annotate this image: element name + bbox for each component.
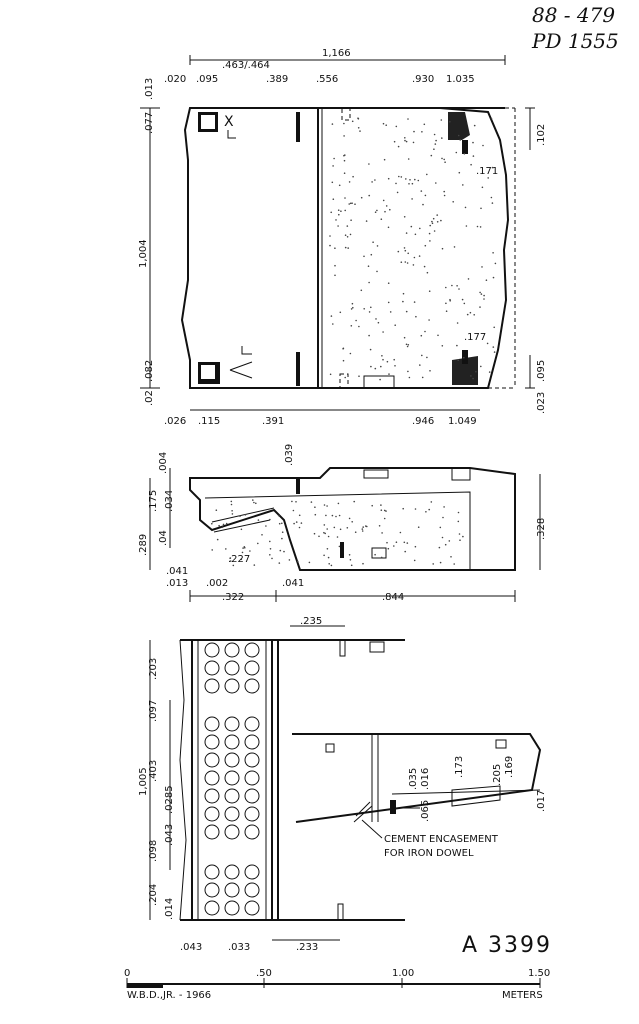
dim-946: .946 — [412, 416, 434, 427]
dim-023: .023 — [536, 392, 547, 414]
elev-dim-173: .173 — [454, 756, 465, 778]
dim-463: .463/.464 — [222, 60, 270, 71]
dim-1166: 1,166 — [322, 48, 351, 59]
dim-1004: 1,004 — [138, 239, 149, 268]
scale-label-050: .50 — [256, 968, 272, 979]
sec-dim-013: .013 — [166, 578, 188, 589]
encasement-note-line2: FOR IRON DOWEL — [384, 848, 474, 859]
elev-dim-097: .097 — [148, 700, 159, 722]
sec-dim-04: .04 — [158, 530, 169, 546]
dim-020: .020 — [164, 74, 186, 85]
elev-dim-043b: .043 — [180, 942, 202, 953]
dim-102: .102 — [536, 124, 547, 146]
dim-095-right: .095 — [536, 360, 547, 382]
elev-dim-205: .205 — [492, 764, 503, 786]
elev-dim-203: .203 — [148, 658, 159, 680]
scale-label-0: 0 — [124, 968, 130, 979]
elev-dim-014: .014 — [164, 898, 175, 920]
encasement-leader — [361, 819, 383, 839]
section-dimensions — [149, 468, 541, 602]
scale-bar — [126, 978, 541, 988]
elev-dim-403: .403 — [148, 760, 159, 782]
drawing-number: A 3399 — [462, 933, 552, 958]
dim-115: .115 — [198, 416, 220, 427]
dim-077: .077 — [144, 112, 155, 134]
elev-dim-035: .035 — [408, 768, 419, 790]
elev-dim-0285: .0285 — [164, 785, 175, 814]
svg-text:X: X — [224, 114, 234, 130]
sec-dim-039: .039 — [284, 444, 295, 466]
sec-dim-041a: .041 — [166, 566, 188, 577]
elev-dim-016: .016 — [420, 768, 431, 790]
dim-1049: 1.049 — [448, 416, 477, 427]
dim-02: .02 — [144, 390, 155, 406]
elev-dim-033: .033 — [228, 942, 250, 953]
dim-1035: 1.035 — [446, 74, 475, 85]
sec-dim-034: .034 — [164, 490, 175, 512]
dim-391: .391 — [262, 416, 284, 427]
sec-dim-844: .844 — [382, 592, 404, 603]
sec-dim-227: .227 — [228, 554, 250, 565]
dim-026: .026 — [164, 416, 186, 427]
elev-dim-043: .043 — [164, 824, 175, 846]
sec-dim-004: .004 — [158, 452, 169, 474]
sec-dim-322: .322 — [222, 592, 244, 603]
dim-930: .930 — [412, 74, 434, 85]
dim-556: .556 — [316, 74, 338, 85]
elevation-view — [179, 639, 542, 921]
elev-dim-169: .169 — [504, 756, 515, 778]
sec-dim-175: .175 — [148, 490, 159, 512]
dim-177: .177 — [464, 332, 486, 343]
elev-dim-065: .065 — [420, 800, 431, 822]
plan-view: X — [180, 107, 516, 389]
dim-171: .171 — [476, 166, 498, 177]
pd-number: PD 1555 — [531, 29, 619, 53]
sec-dim-289: .289 — [138, 534, 149, 556]
encasement-note-line1: CEMENT ENCASEMENT — [384, 834, 499, 845]
elev-dim-1005: 1,005 — [138, 767, 149, 796]
plan-dimensions — [140, 55, 535, 411]
elev-dim-017: .017 — [536, 790, 547, 812]
sec-dim-002: .002 — [206, 578, 228, 589]
elev-dim-235: .235 — [300, 616, 322, 627]
dim-095: .095 — [196, 74, 218, 85]
dim-013: .013 — [144, 78, 155, 100]
dim-389: .389 — [266, 74, 288, 85]
elev-dim-204: .204 — [148, 884, 159, 906]
catalog-number: 88 - 479 — [532, 3, 615, 27]
elev-dim-098: .098 — [148, 840, 159, 862]
dim-082: .082 — [144, 360, 155, 382]
sec-dim-041b: .041 — [282, 578, 304, 589]
elev-dim-233: .233 — [296, 942, 318, 953]
scale-unit: METERS — [502, 990, 543, 1001]
scale-label-100: 1.00 — [392, 968, 414, 979]
credit: W.B.D.,JR. - 1966 — [127, 990, 211, 1001]
sec-dim-328: .328 — [536, 518, 547, 540]
elevation-dimensions — [149, 625, 345, 941]
scale-label-150: 1.50 — [528, 968, 550, 979]
section-view — [189, 467, 516, 571]
